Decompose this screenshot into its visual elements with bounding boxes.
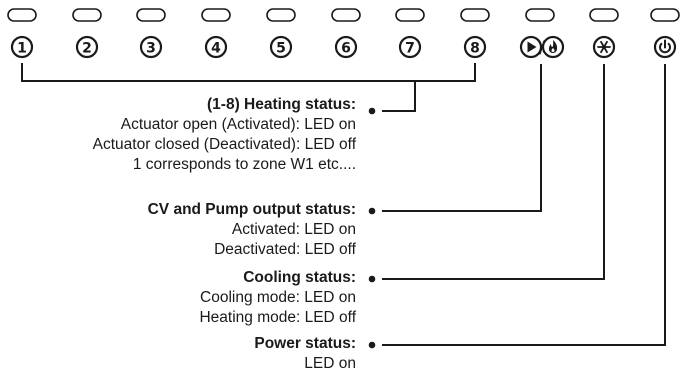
led-1: 1 [7, 8, 37, 59]
zone-number-circle [139, 35, 163, 59]
zone-number-circle [204, 35, 228, 59]
led-9: / [519, 8, 565, 59]
connector-dot [368, 275, 376, 283]
connector-lines [21, 63, 666, 349]
power-icon [653, 35, 677, 59]
zone-number-circle [10, 35, 34, 59]
power-connector [368, 64, 666, 349]
led-11 [650, 8, 680, 59]
connector-dot [368, 341, 376, 349]
zone-number: 8 [470, 41, 480, 57]
led-indicator [201, 8, 231, 22]
led-indicator [266, 8, 296, 22]
led-indicator [589, 8, 619, 22]
led-10 [589, 8, 619, 59]
led-5: 5 [266, 8, 296, 59]
heating-status-title: (1-8) Heating status: [207, 96, 356, 113]
zone-number-circle [75, 35, 99, 59]
cv-pump-status-line-1: Activated: LED on [231, 221, 356, 238]
zone-number: 5 [276, 41, 286, 57]
zone-number: 7 [405, 41, 415, 57]
led-7: 7 [395, 8, 425, 59]
cv-pump-status-title: CV and Pump output status: [147, 201, 356, 218]
zone-number: 4 [211, 41, 221, 57]
power-status-legend: Power status: LED on [254, 334, 356, 374]
led-indicator [331, 8, 361, 22]
led-indicator [460, 8, 490, 22]
cooling-status-line-1: Cooling mode: LED on [200, 289, 356, 306]
led-8: 8 [460, 8, 490, 59]
led-4: 4 [201, 8, 231, 59]
led-indicator [395, 8, 425, 22]
led-indicator [525, 8, 555, 22]
led-indicator [650, 8, 680, 22]
led-indicator [72, 8, 102, 22]
cooling-status-legend: Cooling status: Cooling mode: LED on Hea… [199, 268, 356, 328]
zone-number: 3 [146, 41, 156, 57]
zone-number: 6 [341, 41, 351, 57]
zone-number-circle [334, 35, 358, 59]
cooling-status-line-2: Heating mode: LED off [199, 309, 356, 326]
zone-number-circle [463, 35, 487, 59]
cooling-connector [368, 64, 605, 283]
cv-pump-connector [368, 64, 542, 215]
connector-dot [368, 207, 376, 215]
heating-status-line-2: Actuator closed (Deactivated): LED off [92, 136, 356, 153]
zone-number-circle [269, 35, 293, 59]
led-indicator [136, 8, 166, 22]
connector-dot [368, 107, 376, 115]
power-status-title: Power status: [254, 335, 356, 352]
cv-pump-status-line-2: Deactivated: LED off [214, 241, 356, 258]
heating-status-line-1: Actuator open (Activated): LED on [120, 116, 356, 133]
zone-number: 1 [17, 41, 27, 57]
led-2: 2 [72, 8, 102, 59]
led-3: 3 [136, 8, 166, 59]
heating-status-legend: (1-8) Heating status: Actuator open (Act… [93, 95, 356, 175]
heating-status-line-3: 1 corresponds to zone W1 etc.... [132, 156, 356, 173]
cooling-status-title: Cooling status: [243, 269, 356, 286]
zone-number: 2 [82, 41, 92, 57]
led-6: 6 [331, 8, 361, 59]
play-icon [519, 35, 543, 59]
heating-connector [21, 63, 476, 115]
led-indicator [7, 8, 37, 22]
zone-number-circle [398, 35, 422, 59]
flame-icon [541, 35, 565, 59]
cv-pump-status-legend: CV and Pump output status: Activated: LE… [148, 200, 356, 260]
power-status-line-1: LED on [304, 355, 356, 372]
led-row: 1 2 3 4 5 6 7 8 / [7, 8, 680, 59]
snowflake-icon [592, 35, 616, 59]
